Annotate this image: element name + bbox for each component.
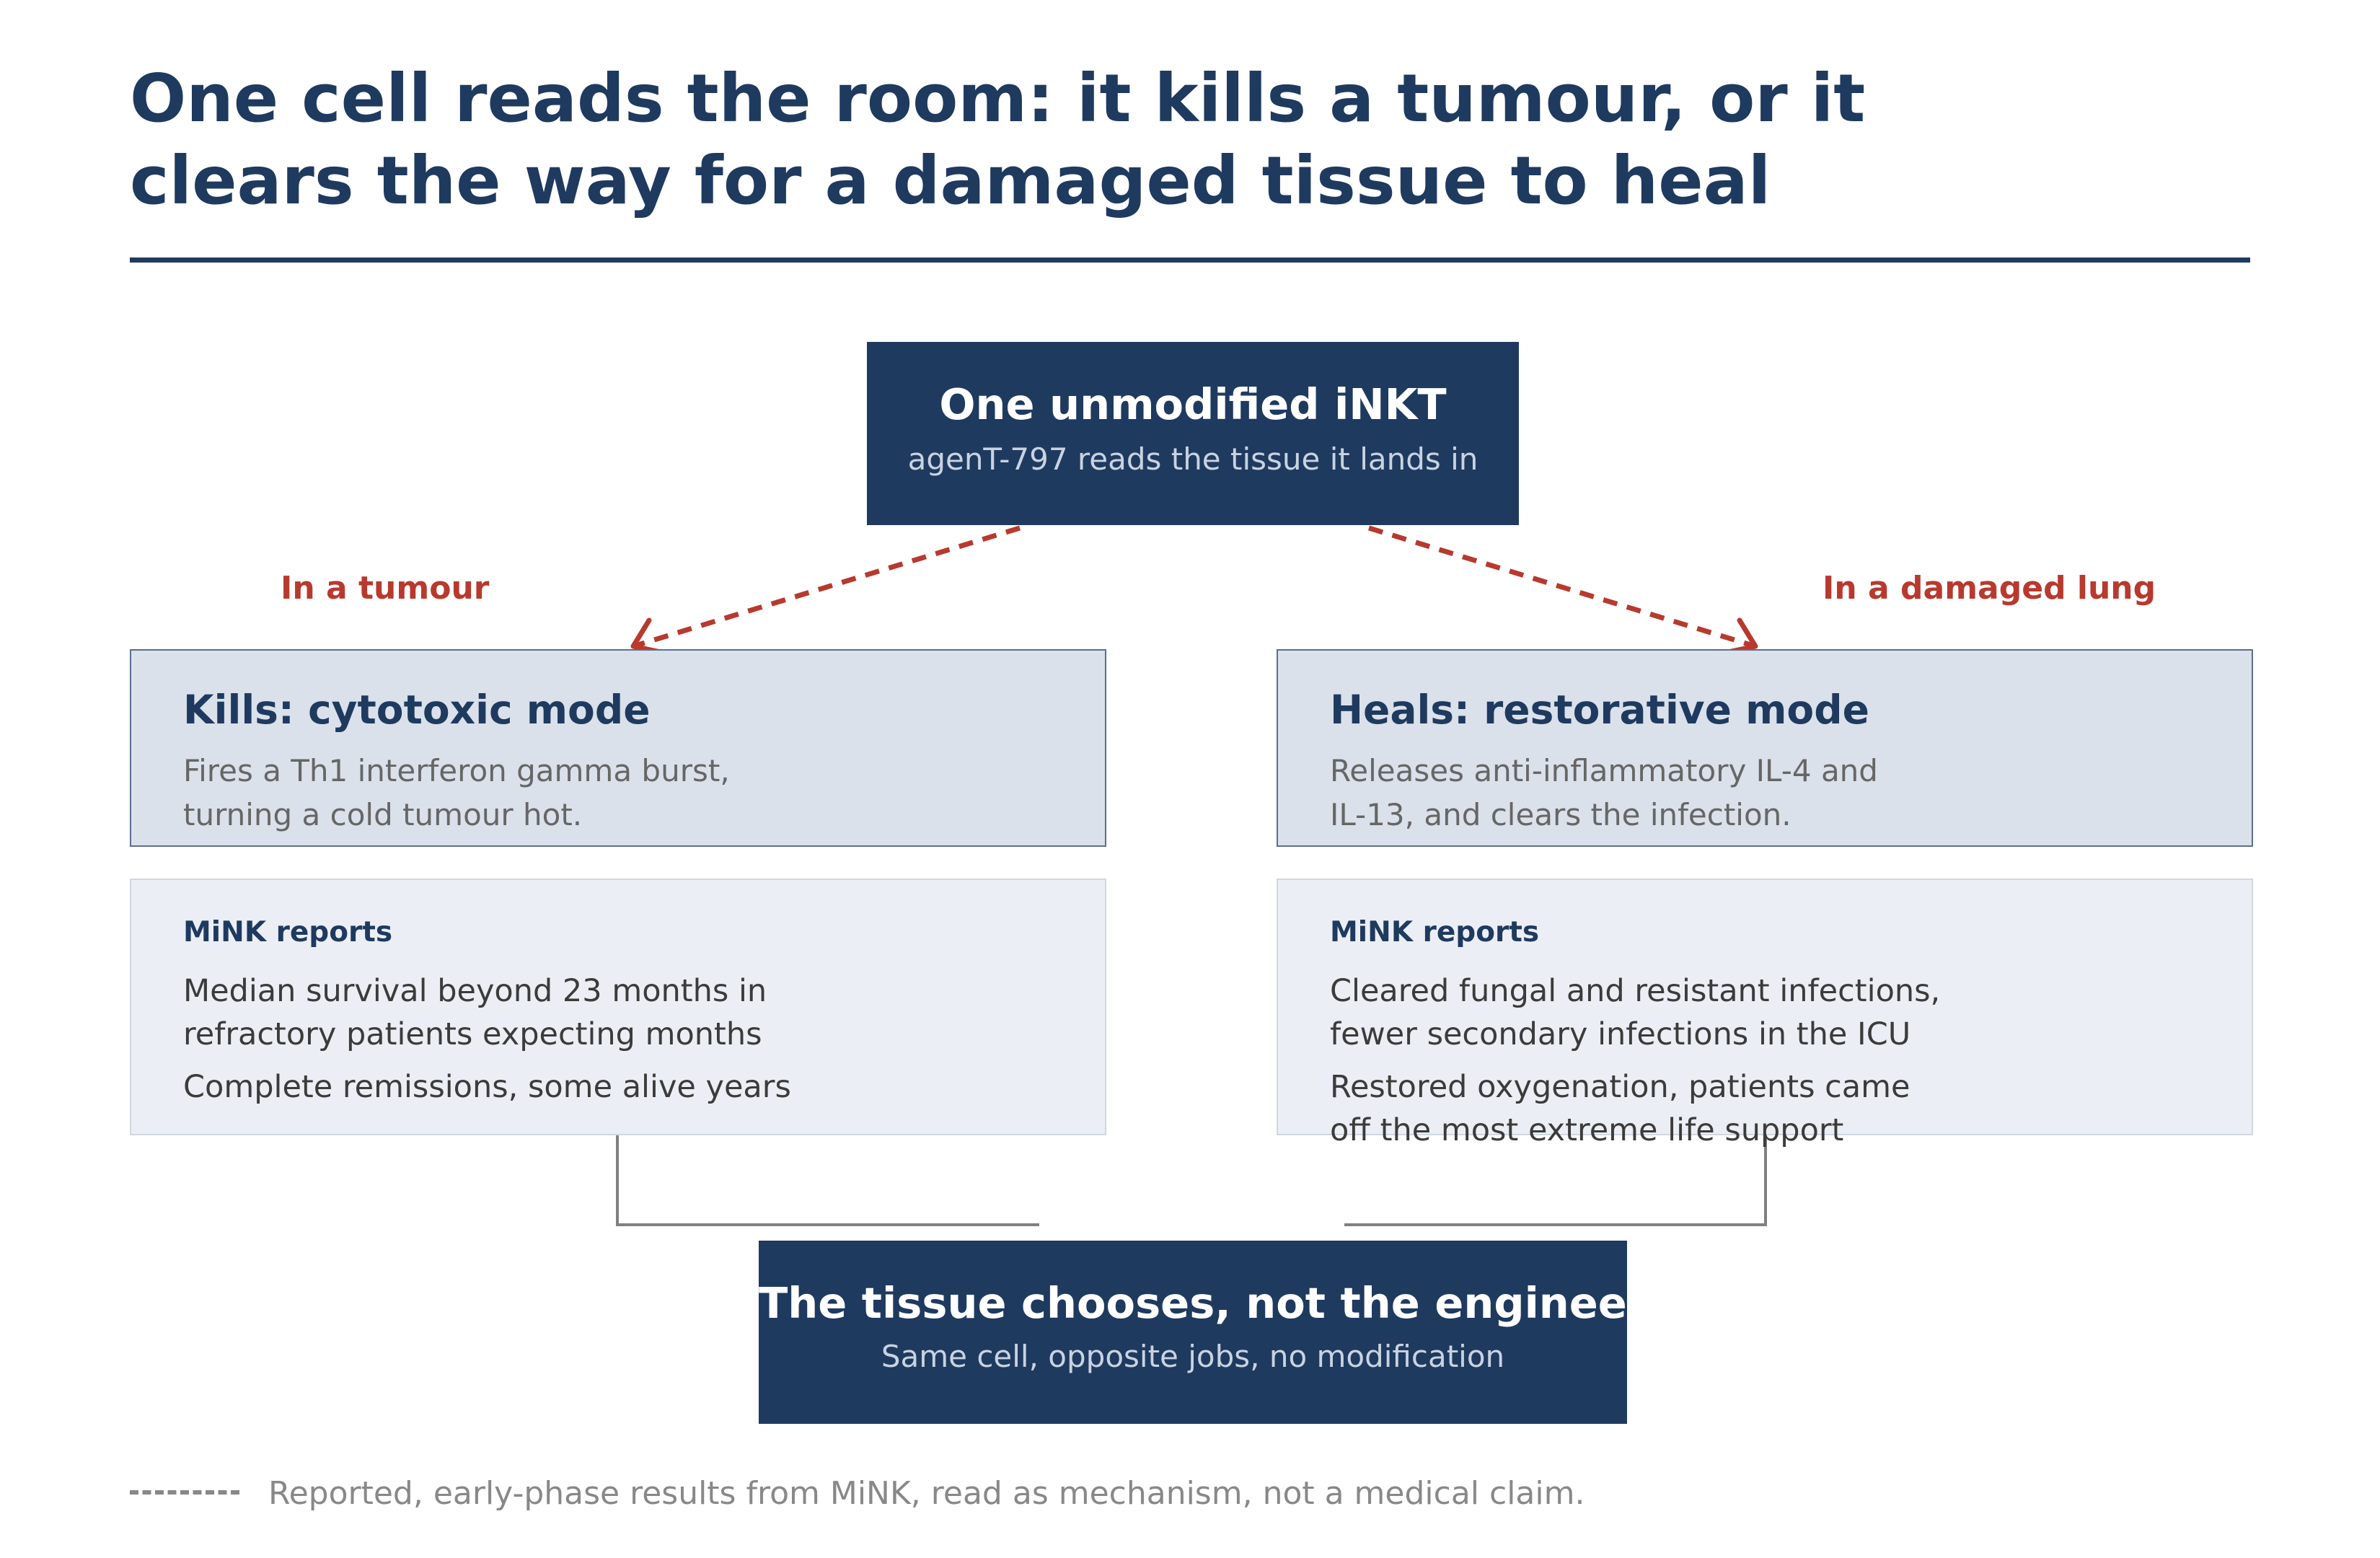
kill-mode-desc-line: turning a cold tumour hot. bbox=[183, 797, 583, 832]
kill-reports-heading: MiNK reports bbox=[183, 916, 393, 949]
heal-mode-box: Heals: restorative mode Releases anti-in… bbox=[1277, 649, 2253, 847]
heal-reports-box: MiNK reports Cleared fungal and resistan… bbox=[1277, 879, 2253, 1148]
report-line: Complete remissions, some alive years bbox=[183, 1069, 791, 1105]
footer-note: Reported, early-phase results from MiNK,… bbox=[130, 1475, 1585, 1512]
heal-reports-list: Cleared fungal and resistant infections,… bbox=[1330, 969, 1940, 1161]
heal-reports-heading: MiNK reports bbox=[1330, 916, 1540, 949]
conclusion-subtitle: Same cell, opposite jobs, no modificatio… bbox=[881, 1339, 1505, 1374]
report-line: refractory patients expecting months bbox=[183, 1016, 762, 1052]
report-line: fewer secondary infections in the ICU bbox=[1330, 1016, 1911, 1052]
connector-right bbox=[1344, 1135, 1767, 1226]
dashed-line-legend-icon bbox=[130, 1490, 239, 1495]
conclusion-node: The tissue chooses, not the engineer Sam… bbox=[759, 1241, 1648, 1424]
arrow-to-lung bbox=[1367, 525, 1757, 649]
list-item: Restored oxygenation, patients came off … bbox=[1330, 1065, 1940, 1152]
list-item: Median survival beyond 23 months in refr… bbox=[183, 969, 791, 1056]
list-item: Complete remissions, some alive years bbox=[183, 1065, 791, 1109]
heal-mode-desc-line: Releases anti-inflammatory IL-4 and bbox=[1330, 753, 1878, 788]
source-node-subtitle: agenT-797 reads the tissue it lands in bbox=[907, 441, 1478, 477]
arrow-to-tumour bbox=[632, 525, 1021, 649]
footer-note-text: Reported, early-phase results from MiNK,… bbox=[268, 1475, 1585, 1512]
branch-label-lung: In a damaged lung bbox=[1823, 570, 2156, 607]
page-title: One cell reads the room: it kills a tumo… bbox=[130, 58, 2221, 222]
title-divider bbox=[130, 258, 2250, 263]
kill-mode-description: Fires a Th1 interferon gamma burst, turn… bbox=[183, 749, 730, 837]
arrow-head-left-icon bbox=[630, 617, 664, 655]
title-line-1: One cell reads the room: it kills a tumo… bbox=[130, 60, 1866, 137]
heal-mode-desc-line: IL-13, and clears the infection. bbox=[1330, 797, 1791, 832]
heal-mode-heading: Heals: restorative mode bbox=[1330, 687, 1869, 733]
kill-mode-heading: Kills: cytotoxic mode bbox=[183, 687, 651, 733]
list-item: Cleared fungal and resistant infections,… bbox=[1330, 969, 1940, 1056]
source-node-heading: One unmodified iNKT bbox=[939, 379, 1447, 429]
kill-reports-list: Median survival beyond 23 months in refr… bbox=[183, 969, 791, 1118]
report-line: Median survival beyond 23 months in bbox=[183, 973, 767, 1009]
branch-label-tumour: In a tumour bbox=[281, 570, 490, 607]
report-line: Cleared fungal and resistant infections, bbox=[1330, 973, 1941, 1009]
conclusion-heading: The tissue chooses, not the engineer bbox=[759, 1278, 1648, 1328]
source-node: One unmodified iNKT agenT-797 reads the … bbox=[867, 342, 1519, 525]
kill-mode-box: Kills: cytotoxic mode Fires a Th1 interf… bbox=[130, 649, 1106, 847]
kill-reports-box: MiNK reports Median survival beyond 23 m… bbox=[130, 879, 1106, 1135]
arrow-head-right-icon bbox=[1725, 617, 1758, 655]
title-line-2: clears the way for a damaged tissue to h… bbox=[130, 142, 1771, 219]
report-line: off the most extreme life support bbox=[1330, 1112, 1844, 1148]
kill-mode-desc-line: Fires a Th1 interferon gamma burst, bbox=[183, 753, 730, 788]
heal-mode-description: Releases anti-inflammatory IL-4 and IL-1… bbox=[1330, 749, 1878, 837]
connector-left bbox=[616, 1135, 1039, 1226]
report-line: Restored oxygenation, patients came bbox=[1330, 1069, 1910, 1105]
